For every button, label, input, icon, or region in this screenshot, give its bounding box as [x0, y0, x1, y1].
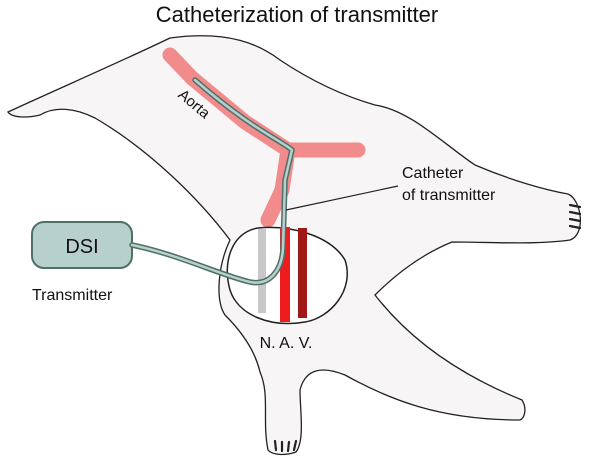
device-label: DSI: [65, 236, 98, 258]
claw: [568, 210, 582, 216]
paw-claws-bottom: [273, 439, 298, 453]
transmitter-device: DSI: [31, 221, 133, 269]
claw: [568, 224, 582, 230]
claw: [292, 439, 298, 452]
catheter-tube-inner: [130, 78, 294, 284]
vein-stripe: [298, 228, 307, 318]
catheter: [129, 77, 295, 286]
claw: [273, 439, 278, 452]
claw: [286, 440, 291, 453]
catheter-label-line2: of transmitter: [402, 187, 496, 204]
figure-title: Catheterization of transmitter: [156, 2, 438, 27]
claw: [568, 203, 582, 209]
transmitter-label: Transmitter: [32, 287, 113, 304]
paw-claws-right: [568, 203, 582, 230]
vessel-window: [226, 226, 348, 325]
claw: [568, 217, 582, 223]
catheter-label-line1: Catheter: [402, 165, 464, 182]
catheter-leader-line: [285, 185, 399, 211]
vessels-label: N. A. V.: [260, 335, 313, 352]
artery-stripe: [280, 227, 290, 322]
nerve-stripe: [258, 229, 266, 313]
